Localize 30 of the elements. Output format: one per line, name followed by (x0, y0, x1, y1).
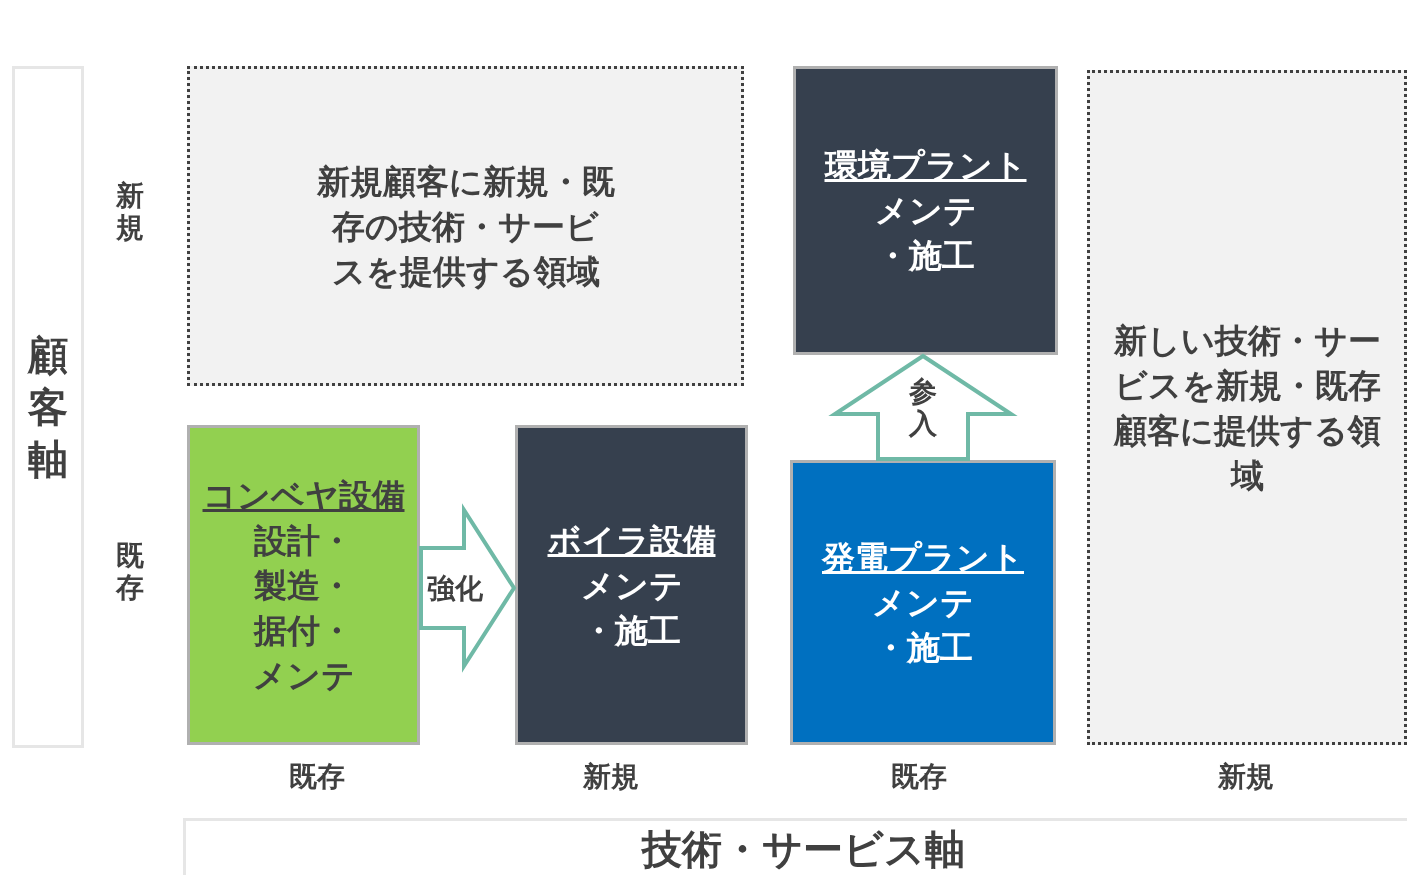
axis-label: 新規 (115, 180, 145, 244)
axis-label: 既存 (114, 540, 145, 604)
box-text: 新規顧客に新規・既存の技術・サービスを提供する領域 (315, 160, 616, 293)
axis-label: 新規 (1218, 759, 1274, 795)
dotted-area-box (1087, 70, 1407, 745)
edge-label: 参入 (907, 376, 938, 440)
box-text: 新しい技術・サービスを新規・既存顧客に提供する領域 (1112, 319, 1382, 497)
dotted-area-box (187, 66, 744, 386)
box-text: メンテ・施工 (871, 582, 975, 669)
equipment-box (187, 425, 420, 745)
equipment-box (515, 425, 748, 745)
block-arrow (419, 503, 517, 673)
plant-box (790, 460, 1056, 745)
axis-box (183, 818, 1407, 875)
block-arrow (828, 353, 1018, 461)
box-heading: 発電プラント (822, 537, 1024, 579)
edge-label: 強化 (426, 571, 484, 607)
axis-title: 技術・サービス軸 (641, 827, 965, 872)
box-heading: ボイラ設備 (547, 519, 716, 562)
axis-label: 既存 (891, 759, 947, 795)
box-heading: 環境プラント (824, 145, 1027, 187)
axis-label: 新規 (583, 759, 639, 795)
axis-box (12, 66, 84, 748)
plant-box (793, 66, 1058, 355)
box-heading: コンベヤ設備 (202, 474, 405, 517)
box-text: 設計・製造・据付・メンテ (251, 519, 356, 697)
axis-title: 顧客軸 (28, 331, 68, 484)
axis-label: 既存 (289, 759, 345, 795)
box-text: メンテ・施工 (873, 190, 978, 277)
box-text: メンテ・施工 (579, 564, 684, 652)
